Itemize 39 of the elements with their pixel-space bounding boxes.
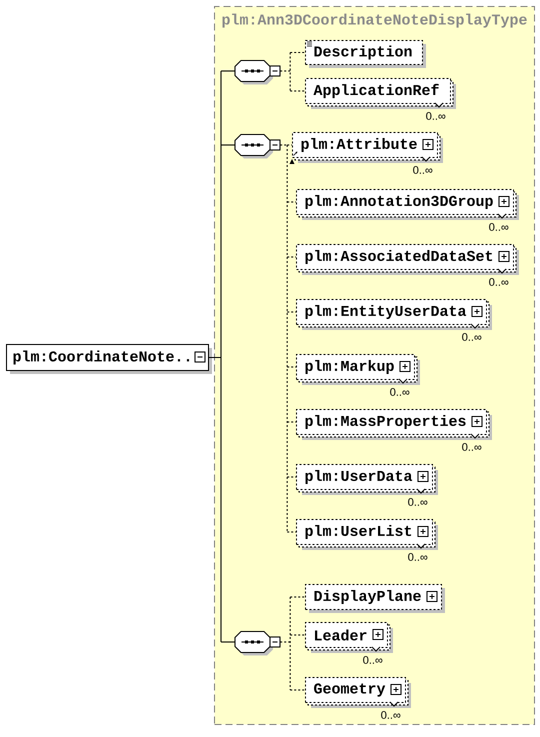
element-box: ApplicationRef bbox=[305, 78, 456, 109]
element-box: plm:UserData bbox=[296, 464, 438, 495]
connector-line bbox=[286, 256, 296, 258]
element-box: Leader bbox=[305, 622, 393, 653]
connector-line bbox=[280, 52, 291, 92]
connector-line bbox=[290, 634, 306, 636]
element-box: plm:MassProperties bbox=[296, 409, 492, 440]
connector-line bbox=[290, 596, 306, 598]
element-box: Geometry bbox=[305, 677, 411, 708]
element-box: plm:Annotation3DGroup bbox=[296, 189, 519, 220]
multiplicity-label: 0..∞ bbox=[408, 553, 428, 561]
multiplicity-label: 0..∞ bbox=[408, 498, 428, 506]
multiplicity-label: 0..∞ bbox=[426, 112, 446, 120]
element-box: plm:Markup bbox=[296, 354, 420, 385]
element-box: plm:Attribute bbox=[292, 132, 443, 163]
multiplicity-label: 0..∞ bbox=[462, 333, 482, 341]
connector-line bbox=[286, 366, 296, 368]
element-box: plm:EntityUserData bbox=[296, 299, 492, 330]
element-box: plm:UserList bbox=[296, 519, 438, 550]
element-box: plm:AssociatedDataSet bbox=[296, 244, 519, 275]
multiplicity-label: 0..∞ bbox=[363, 656, 382, 664]
element-box: plm:CoordinateNote.. bbox=[6, 344, 212, 374]
multiplicity-label: 0..∞ bbox=[413, 166, 432, 174]
multiplicity-label: 0..∞ bbox=[390, 388, 410, 396]
connector-line bbox=[286, 144, 292, 146]
connector-line bbox=[220, 144, 236, 146]
multiplicity-label: 0..∞ bbox=[489, 278, 508, 286]
multiplicity-label: 0..∞ bbox=[381, 711, 400, 719]
connector-line bbox=[280, 596, 291, 690]
connector-line bbox=[290, 52, 306, 53]
connector-line bbox=[290, 90, 306, 92]
connector-line bbox=[286, 476, 296, 478]
element-box: Description bbox=[305, 40, 426, 68]
multiplicity-label: 0..∞ bbox=[489, 223, 508, 231]
connector-line bbox=[280, 144, 288, 532]
connector-line bbox=[208, 70, 222, 642]
element-box: DisplayPlane bbox=[305, 584, 445, 613]
multiplicity-label: 0..∞ bbox=[462, 443, 482, 451]
connector-line bbox=[220, 70, 236, 72]
